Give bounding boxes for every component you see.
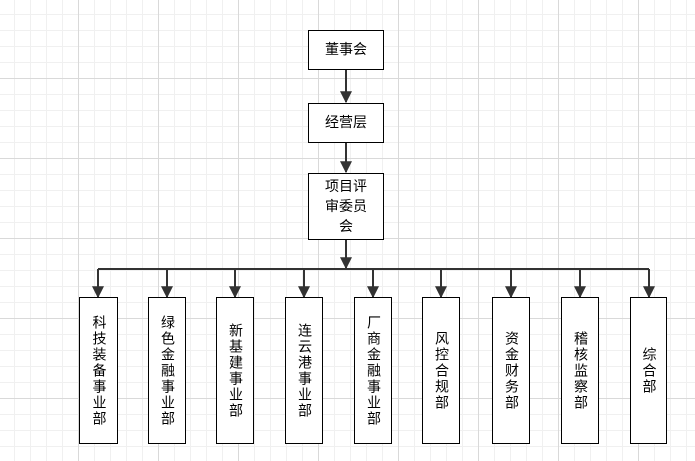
dept-node-6: 风控合规部 <box>422 297 460 444</box>
dept-node-8: 稽核监察部 <box>561 297 599 444</box>
project-review-committee-node: 项目评审委员会 <box>308 173 384 240</box>
dept-node-5: 厂商金融事业部 <box>354 297 392 444</box>
dept-node-4: 连云港事业部 <box>285 297 323 444</box>
dept-node-1: 科技装备事业部 <box>79 297 118 444</box>
dept-label-1: 科技装备事业部 <box>90 314 107 427</box>
dept-label-6: 风控合规部 <box>433 330 449 411</box>
board-label: 董事会 <box>325 42 367 58</box>
dept-label-7: 资金财务部 <box>503 330 519 411</box>
dept-node-2: 绿色金融事业部 <box>148 297 186 444</box>
dept-label-3: 新基建事业部 <box>227 322 243 419</box>
dept-node-7: 资金财务部 <box>492 297 530 444</box>
board-of-directors-node: 董事会 <box>308 30 384 70</box>
dept-label-8: 稽核监察部 <box>572 330 588 411</box>
dept-node-3: 新基建事业部 <box>216 297 254 444</box>
dept-label-4: 连云港事业部 <box>296 322 312 419</box>
dept-label-5: 厂商金融事业部 <box>365 314 381 427</box>
management-node: 经营层 <box>308 103 384 143</box>
dept-label-2: 绿色金融事业部 <box>159 314 175 427</box>
dept-label-9: 综合部 <box>640 346 657 395</box>
management-label: 经营层 <box>325 115 367 131</box>
dept-node-9: 综合部 <box>630 297 667 444</box>
committee-label: 项目评审委员会 <box>325 178 367 235</box>
